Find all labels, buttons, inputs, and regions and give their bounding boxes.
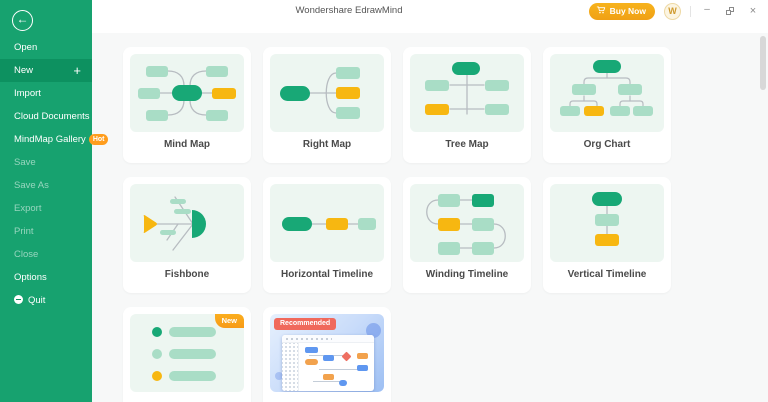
template-card-label: Winding Timeline (425, 268, 509, 280)
sidebar-item-label: Import (14, 88, 41, 99)
sidebar-item-label: Export (14, 203, 42, 214)
account-avatar[interactable]: W (664, 2, 681, 20)
sidebar-item-label: Print (14, 226, 34, 237)
buy-now-button[interactable]: Buy Now (588, 2, 655, 20)
sidebar-item-print[interactable]: Print (0, 220, 92, 243)
minimize-icon: – (704, 4, 710, 15)
template-card-label (270, 392, 384, 402)
template-card-horizontal-timeline[interactable]: Horizontal Timeline (263, 177, 391, 293)
template-card-vertical-timeline[interactable]: Vertical Timeline (543, 177, 671, 293)
template-grid: Mind Map Right Map (123, 47, 671, 402)
sidebar: ← Open New + Import Cloud Documents Mind… (0, 0, 109, 402)
sidebar-item-label: MindMap Gallery (14, 134, 86, 145)
template-card-mind-map[interactable]: Mind Map (123, 47, 251, 163)
tree-map-thumbnail (410, 54, 524, 132)
template-card-winding-timeline[interactable]: Winding Timeline (403, 177, 531, 293)
template-card-label: Vertical Timeline (567, 268, 647, 280)
template-card-label: Org Chart (583, 138, 631, 150)
vertical-scrollbar-thumb[interactable] (760, 36, 766, 90)
sidebar-item-close[interactable]: Close (0, 243, 92, 266)
sidebar-item-label: Options (14, 272, 47, 283)
sidebar-item-label: Quit (28, 295, 46, 306)
minimize-button[interactable]: – (700, 2, 714, 21)
back-arrow-icon: ← (16, 12, 29, 26)
decor-circle (275, 372, 283, 380)
recommended-badge: Recommended (274, 318, 337, 330)
template-card-outline[interactable]: New (123, 307, 251, 402)
template-card-label: Horizontal Timeline (280, 268, 374, 280)
avatar-initial: W (668, 6, 677, 16)
template-card-fishbone[interactable]: Fishbone (123, 177, 251, 293)
sidebar-item-open[interactable]: Open (0, 36, 92, 59)
sidebar-item-new[interactable]: New + (0, 59, 92, 82)
template-card-label: Right Map (302, 138, 352, 150)
quit-icon (14, 295, 23, 304)
decor-circle (366, 323, 381, 338)
template-card-right-map[interactable]: Right Map (263, 47, 391, 163)
new-badge: New (214, 314, 244, 328)
horizontal-timeline-thumbnail (270, 184, 384, 262)
sidebar-item-label: Save (14, 157, 36, 168)
sidebar-item-label: Cloud Documents (14, 111, 90, 122)
template-card-label: Fishbone (164, 268, 210, 280)
vertical-timeline-thumbnail (550, 184, 664, 262)
buy-now-label: Buy Now (609, 6, 646, 16)
restore-icon (726, 7, 734, 15)
sidebar-item-label: Open (14, 42, 38, 53)
sidebar-menu: Open New + Import Cloud Documents MindMa… (0, 36, 109, 312)
template-card-tree-map[interactable]: Tree Map (403, 47, 531, 163)
mini-shape-panel (282, 343, 299, 391)
cart-icon (596, 5, 606, 17)
back-button[interactable]: ← (12, 10, 33, 31)
template-card-org-chart[interactable]: Org Chart (543, 47, 671, 163)
mind-map-thumbnail (130, 54, 244, 132)
sidebar-item-cloud-documents[interactable]: Cloud Documents (0, 105, 92, 128)
template-gallery: Mind Map Right Map (92, 33, 768, 402)
template-card-label: Tree Map (445, 138, 489, 150)
sidebar-item-options[interactable]: Options (0, 266, 92, 289)
mini-toolbar (282, 335, 374, 343)
edraw-workspace-thumbnail: Recommended (270, 314, 384, 392)
sidebar-item-label: New (14, 65, 34, 76)
template-card-label: Mind Map (163, 138, 211, 150)
titlebar-divider (690, 5, 691, 17)
titlebar: Wondershare EdrawMind Buy Now W – × (0, 0, 768, 33)
titlebar-controls: Buy Now W – × (588, 0, 760, 22)
sidebar-item-save[interactable]: Save (0, 151, 92, 174)
restore-button[interactable] (723, 3, 737, 19)
sidebar-item-label: Save As (14, 180, 49, 191)
sidebar-item-quit[interactable]: Quit (0, 289, 92, 312)
winding-timeline-thumbnail (410, 184, 524, 262)
close-icon: × (749, 5, 757, 17)
org-chart-thumbnail (550, 54, 664, 132)
sidebar-item-save-as[interactable]: Save As (0, 174, 92, 197)
template-card-recommended[interactable]: Recommended (263, 307, 391, 402)
right-map-thumbnail (270, 54, 384, 132)
close-button[interactable]: × (746, 3, 760, 19)
app-title: Wondershare EdrawMind (295, 5, 403, 16)
sidebar-item-import[interactable]: Import (0, 82, 92, 105)
fishbone-thumbnail (130, 184, 244, 262)
template-card-label (130, 392, 244, 402)
outline-thumbnail: New (130, 314, 244, 392)
plus-icon[interactable]: + (73, 63, 81, 78)
mini-canvas (299, 343, 374, 391)
mini-app-window (282, 335, 374, 391)
sidebar-item-export[interactable]: Export (0, 197, 92, 220)
hot-badge: Hot (88, 134, 109, 145)
sidebar-item-label: Close (14, 249, 39, 260)
